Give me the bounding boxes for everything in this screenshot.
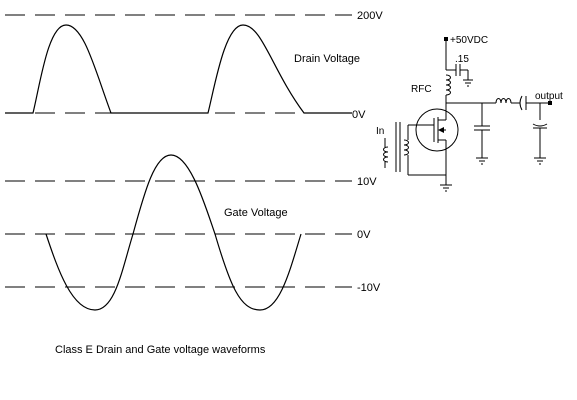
series-inductor-icon bbox=[495, 98, 512, 104]
rfc-label: RFC bbox=[411, 84, 432, 95]
mosfet-arrow-icon bbox=[438, 127, 444, 133]
gate-voltage-label: Gate Voltage bbox=[224, 207, 288, 219]
supply-terminal-dot bbox=[444, 37, 448, 41]
gate-0v-label: 0V bbox=[357, 229, 371, 241]
amplifier-schematic: +50VDC .15 RFC bbox=[376, 35, 563, 192]
gate-10v-label: 10V bbox=[357, 176, 377, 188]
drain-voltage-waveform bbox=[5, 24, 352, 114]
input-label: In bbox=[376, 126, 384, 137]
gate-minus10v-label: -10V bbox=[357, 282, 381, 294]
gate-voltage-waveform bbox=[45, 154, 302, 311]
transformer-primary-coil-icon bbox=[383, 146, 389, 163]
series-cap-curved-plate bbox=[519, 95, 523, 111]
transformer-secondary-coil-icon bbox=[403, 139, 409, 156]
caption: Class E Drain and Gate voltage waveforms bbox=[55, 344, 266, 356]
capacitor-value-label: .15 bbox=[455, 54, 469, 65]
drain-voltage-label: Drain Voltage bbox=[294, 53, 360, 65]
rfc-coil-icon bbox=[445, 74, 451, 96]
output-terminal-dot bbox=[548, 101, 552, 105]
supply-label: +50VDC bbox=[450, 35, 488, 46]
mosfet-circle bbox=[415, 108, 459, 152]
output-shunt-curved-plate bbox=[532, 123, 548, 127]
output-label: output bbox=[535, 91, 563, 102]
drain-200v-label: 200V bbox=[357, 10, 383, 22]
drain-0v-label: 0V bbox=[352, 109, 366, 121]
